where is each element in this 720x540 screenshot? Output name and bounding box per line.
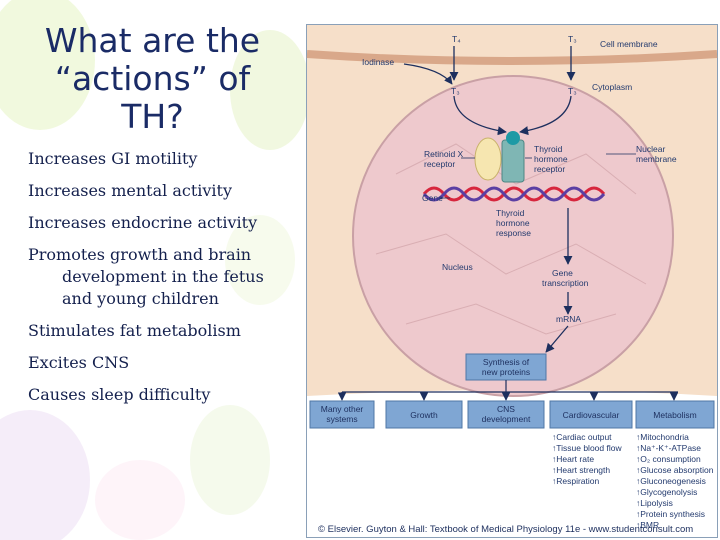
- cytoplasm-label: Cytoplasm: [592, 82, 632, 92]
- response-label-1: Thyroid: [496, 208, 525, 218]
- bullet-text-continued: development in the fetus: [62, 267, 264, 286]
- thyroid-hormone-receptor: [501, 139, 525, 183]
- box-cardiovascular: [549, 400, 633, 429]
- retinoid-x-receptor: [474, 137, 502, 181]
- iodinase-arrow: [403, 63, 453, 85]
- gene-label: Gene: [422, 193, 443, 203]
- box-metabolism: [635, 400, 715, 429]
- thyroid-hormone-action-figure: T₄ T₃ Cell membrane Iodinase T₃ T₃ Cytop…: [306, 24, 718, 538]
- iodinase-label: Iodinase: [362, 57, 394, 67]
- response-label-3: response: [496, 228, 531, 238]
- bullet-item: Causes sleep difficulty: [28, 384, 298, 406]
- box-label: Many other: [321, 404, 364, 414]
- retinoid-label-1: Retinoid X: [424, 149, 464, 159]
- metabolism-effect: ↑Glycogenolysis: [636, 487, 697, 497]
- metabolism-effect: ↑Gluconeogenesis: [636, 476, 706, 486]
- synthesis-label-2: new proteins: [482, 367, 530, 377]
- cardio-effect: ↑Cardiac output: [552, 432, 612, 442]
- metabolism-effect: ↑Glucose absorption: [636, 465, 714, 475]
- protein-arrow: [545, 325, 569, 353]
- box-label: Growth: [410, 410, 438, 420]
- copyright-credit: © Elsevier. Guyton & Hall: Textbook of M…: [318, 524, 693, 535]
- bullet-item: Promotes growth and brain development in…: [28, 244, 298, 310]
- t3-left-label: T₃: [451, 86, 460, 96]
- metabolism-effect: ↑BMR: [636, 520, 659, 530]
- retinoid-label-2: receptor: [424, 159, 455, 169]
- nuclear-membrane-label-1: Nuclear: [636, 144, 665, 154]
- dna-strand-purple: [422, 186, 606, 202]
- nuclear-membrane-label-2: membrane: [636, 154, 677, 164]
- bullet-text: Increases GI motility: [28, 149, 198, 168]
- box-cns-development: [467, 400, 545, 429]
- box-label: Cardiovascular: [563, 410, 620, 420]
- t3-right-arrow: [519, 95, 572, 136]
- box-growth: [385, 400, 463, 429]
- gene-transcription-label-1: Gene: [552, 268, 573, 278]
- t3-left-arrow: [453, 95, 507, 136]
- mrna-label: mRNA: [556, 314, 581, 324]
- bullet-item: Excites CNS: [28, 352, 298, 374]
- bullet-item: Increases endocrine activity: [28, 212, 298, 234]
- nucleus-label: Nucleus: [442, 262, 473, 272]
- t4-label: T₄: [452, 34, 461, 44]
- cardio-effect: ↑Heart rate: [552, 454, 594, 464]
- thyroid-receptor-label-2: hormone: [534, 154, 568, 164]
- box-many-other-systems: [309, 400, 375, 429]
- bullet-text: Increases endocrine activity: [28, 213, 258, 232]
- bullet-text: Causes sleep difficulty: [28, 385, 211, 404]
- box-label: Metabolism: [653, 410, 696, 420]
- bullet-text: Excites CNS: [28, 353, 130, 372]
- metabolism-effect: ↑Lipolysis: [636, 498, 673, 508]
- cell-membrane: [306, 50, 718, 65]
- box-label: systems: [326, 414, 357, 424]
- bullet-item: Increases mental activity: [28, 180, 298, 202]
- bullet-item: Stimulates fat metabolism: [28, 320, 298, 342]
- metabolism-effect: ↑O₂ consumption: [636, 454, 701, 464]
- bullet-text-continued: and young children: [62, 289, 219, 308]
- figure-svg: T₄ T₃ Cell membrane Iodinase T₃ T₃ Cytop…: [306, 24, 718, 538]
- bullet-text: Stimulates fat metabolism: [28, 321, 241, 340]
- gene-transcription-label-2: transcription: [542, 278, 589, 288]
- cardio-effect: ↑Respiration: [552, 476, 600, 486]
- metabolism-effect: ↑Mitochondria: [636, 432, 689, 442]
- synthesis-box: [465, 353, 547, 381]
- cardio-effect: ↑Tissue blood flow: [552, 443, 622, 453]
- metabolism-effect: ↑Protein synthesis: [636, 509, 705, 519]
- dna-strand-red: [422, 186, 606, 202]
- metabolism-effect: ↑Na⁺-K⁺-ATPase: [636, 443, 701, 453]
- bullet-item: Increases GI motility: [28, 148, 298, 170]
- t3-top-label: T₃: [568, 34, 577, 44]
- bullet-text: Increases mental activity: [28, 181, 233, 200]
- nucleus-texture: [375, 143, 647, 335]
- cell-membrane-label: Cell membrane: [600, 39, 658, 49]
- thyroid-receptor-label-3: receptor: [534, 164, 565, 174]
- t3-right-label: T₃: [568, 86, 577, 96]
- box-label: CNS: [497, 404, 515, 414]
- thyroid-receptor-label-1: Thyroid: [534, 144, 563, 154]
- metabolism-effects: ↑Mitochondria ↑Na⁺-K⁺-ATPase ↑O₂ consump…: [636, 432, 714, 530]
- slide-title: What are the “actions” of TH?: [44, 21, 261, 136]
- box-label: development: [482, 414, 531, 424]
- response-label-2: hormone: [496, 218, 530, 228]
- synthesis-label-1: Synthesis of: [483, 357, 530, 367]
- t3-molecule: [506, 131, 520, 145]
- cardiovascular-effects: ↑Cardiac output ↑Tissue blood flow ↑Hear…: [552, 432, 622, 486]
- cardio-effect: ↑Heart strength: [552, 465, 610, 475]
- bullet-list: Increases GI motility Increases mental a…: [28, 148, 298, 416]
- bullet-text: Promotes growth and brain: [28, 245, 252, 264]
